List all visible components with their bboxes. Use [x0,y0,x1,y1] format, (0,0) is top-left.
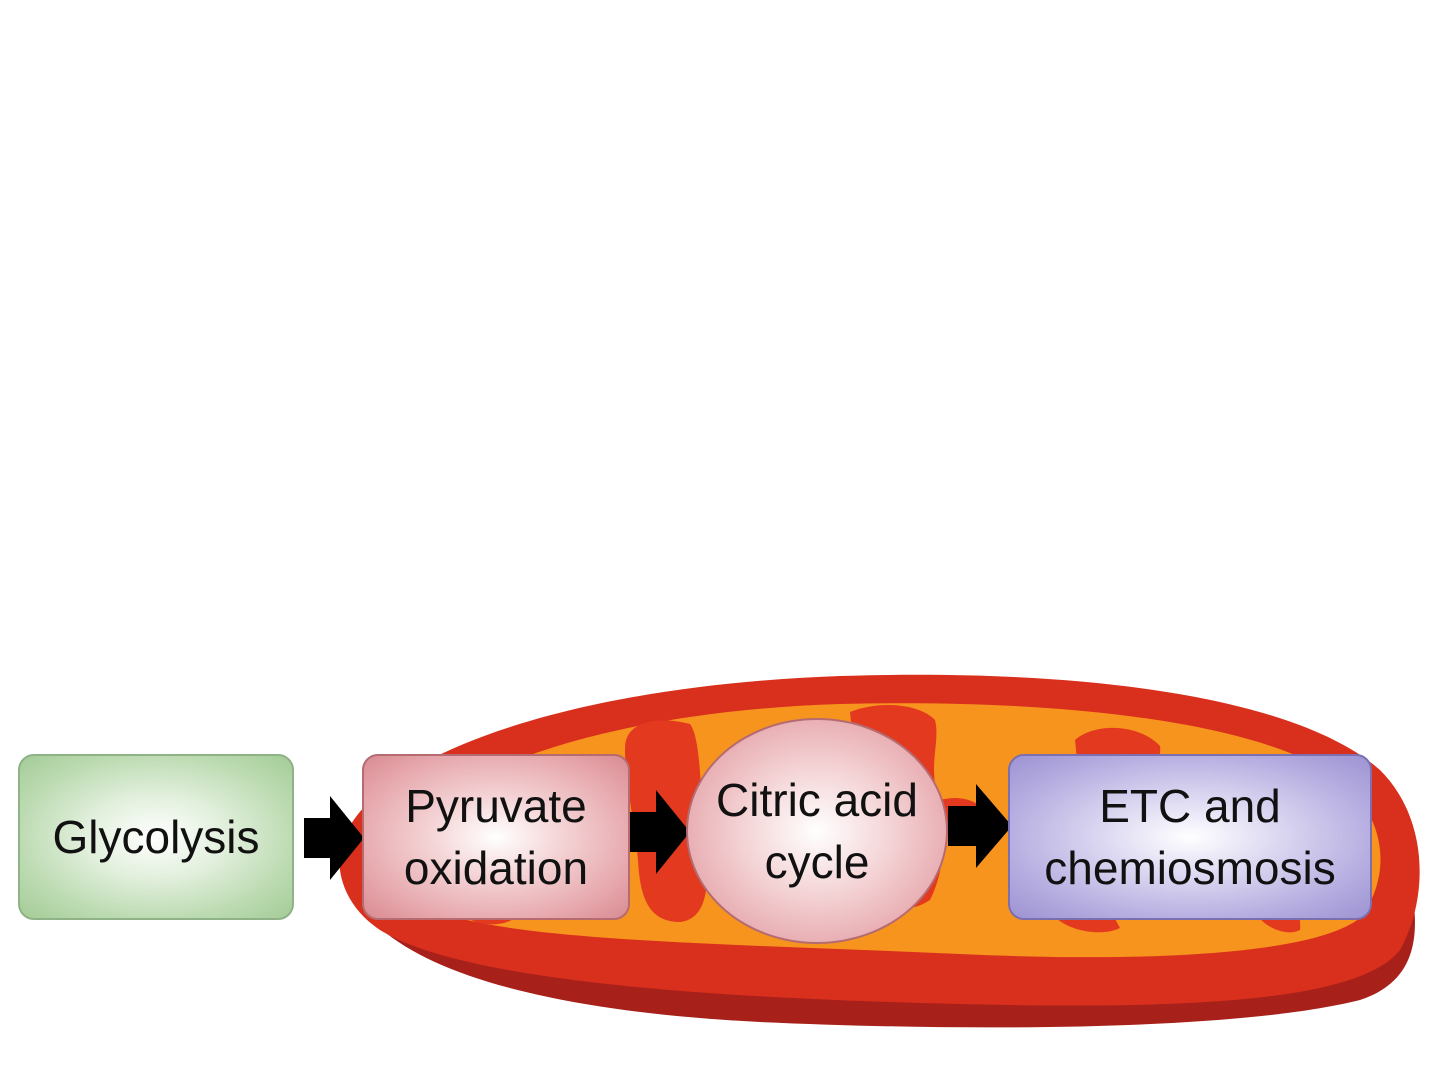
pyruvate-oxidation-box: Pyruvate oxidation [362,754,630,920]
etc-chemiosmosis-box: ETC and chemiosmosis [1008,754,1372,920]
arrow-2 [630,790,690,874]
glycolysis-box: Glycolysis [18,754,294,920]
arrow-1 [304,796,364,880]
arrow-3 [948,784,1012,868]
citric-acid-cycle-circle: Citric acid cycle [686,718,948,944]
